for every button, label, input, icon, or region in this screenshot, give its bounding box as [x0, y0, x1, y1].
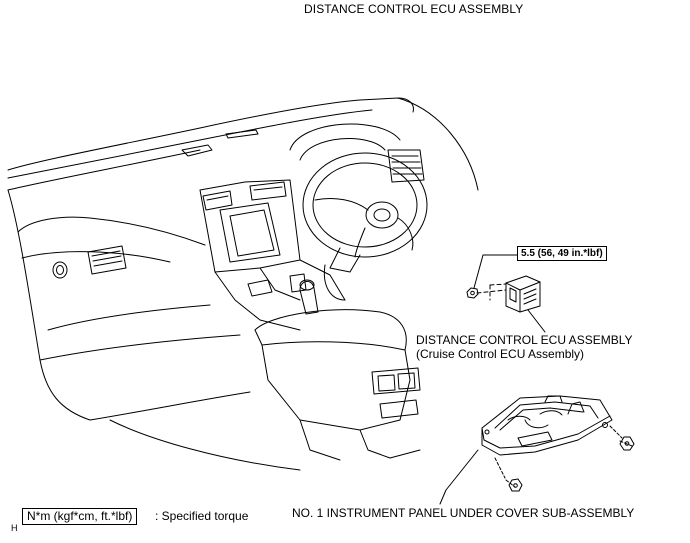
- ecu-assembly-drawing: [466, 254, 546, 333]
- figure-code: H: [11, 523, 18, 533]
- ecu-assembly-label: DISTANCE CONTROL ECU ASSEMBLY: [416, 333, 633, 347]
- dashboard-drawing: [7, 97, 479, 471]
- torque-spec-callout: 5.5 (56, 49 in.*lbf): [517, 246, 607, 261]
- under-cover-drawing: [439, 395, 635, 505]
- diagram-title: DISTANCE CONTROL ECU ASSEMBLY: [304, 2, 524, 16]
- ecu-assembly-sublabel: (Cruise Control ECU Assembly): [416, 347, 585, 361]
- torque-legend-box: N*m (kgf*cm, ft.*lbf): [22, 508, 138, 525]
- under-cover-label: NO. 1 INSTRUMENT PANEL UNDER COVER SUB-A…: [292, 506, 635, 520]
- torque-legend-text: : Specified torque: [155, 509, 249, 523]
